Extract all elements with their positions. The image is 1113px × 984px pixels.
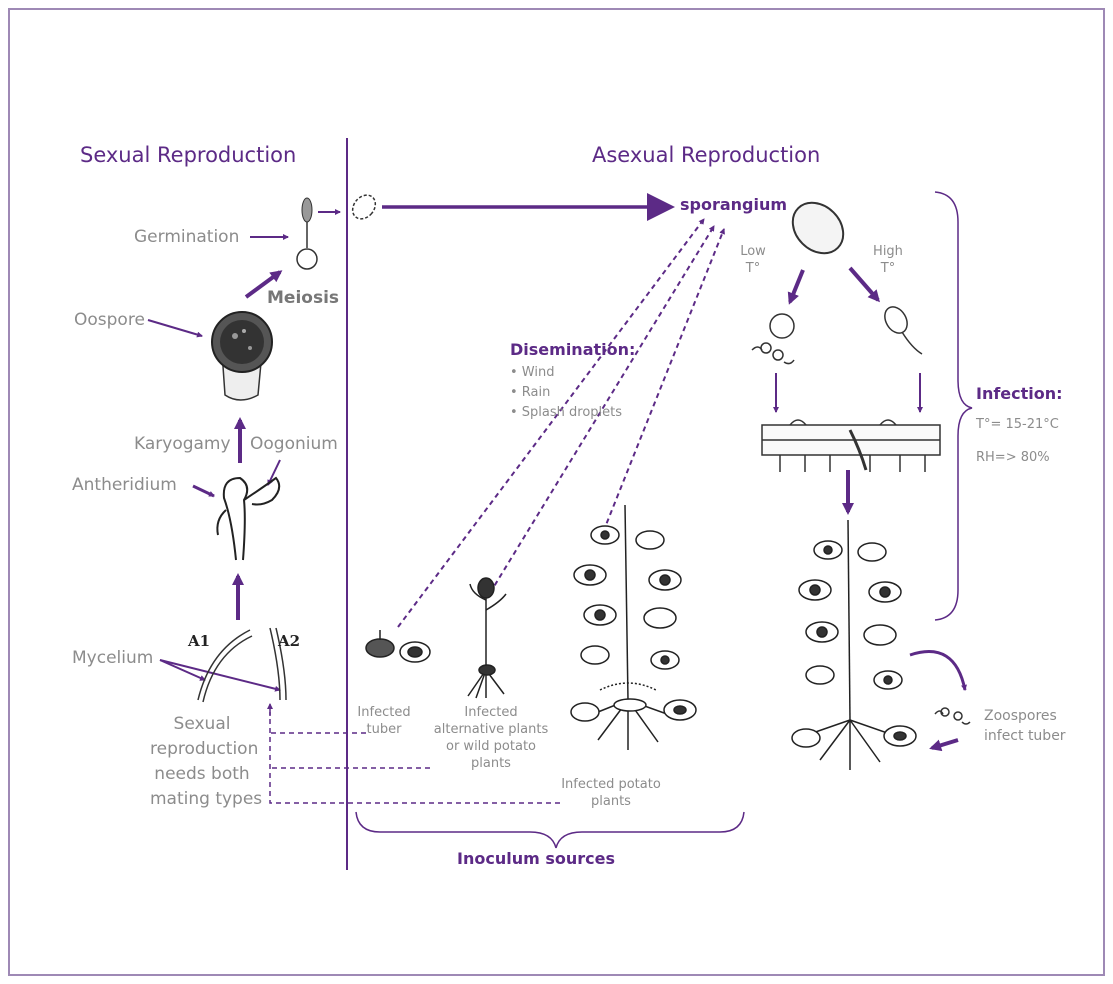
oospore-drawing bbox=[212, 312, 272, 400]
mating-type-a1-label: A1 bbox=[188, 632, 210, 650]
spore-drawing-small bbox=[348, 191, 380, 224]
infected-potato-label: Infected potato plants bbox=[558, 776, 664, 810]
infection-temperature: T°= 15-21°C bbox=[976, 417, 1059, 432]
dissemination-list: • Wind • Rain • Splash droplets bbox=[510, 363, 622, 423]
infected-tuber-drawing bbox=[366, 630, 430, 662]
sexual-note-line-4: mating types bbox=[150, 787, 254, 812]
karyogamy-label: Karyogamy bbox=[134, 434, 231, 454]
dissemination-item-rain: • Rain bbox=[510, 383, 622, 403]
high-temp-line-1: High bbox=[870, 243, 906, 260]
meiosis-label: Meiosis bbox=[267, 288, 339, 308]
potato-plant-drawing bbox=[571, 505, 696, 750]
high-temp-label: High T° bbox=[870, 243, 906, 277]
oogonium-label: Oogonium bbox=[250, 434, 338, 454]
infected-potato-line-2: plants bbox=[558, 793, 664, 810]
zoospore-curve-arrow bbox=[910, 652, 965, 690]
sporangium-drawing bbox=[783, 193, 854, 264]
oospore-pointer-arrow bbox=[148, 320, 202, 336]
zoospores-line-1: Zoospores bbox=[984, 706, 1066, 726]
infection-humidity: RH=> 80% bbox=[976, 450, 1050, 465]
germinating-oospore-drawing bbox=[297, 198, 317, 269]
dissemination-item-splash: • Splash droplets bbox=[510, 403, 622, 423]
inoculum-brace bbox=[356, 812, 744, 848]
inoculum-sources-title: Inoculum sources bbox=[457, 849, 615, 868]
gametangia-drawing bbox=[217, 478, 279, 560]
zoospores-line-2: infect tuber bbox=[984, 726, 1066, 746]
leaf-cross-section-drawing bbox=[762, 420, 940, 472]
alternative-plant-drawing bbox=[468, 578, 506, 698]
infected-tuber-line-1: Infected bbox=[356, 704, 412, 721]
mycelium-pointer-a2 bbox=[160, 660, 280, 690]
mating-type-a2-label: A2 bbox=[278, 632, 300, 650]
antheridium-label: Antheridium bbox=[72, 475, 177, 495]
germ-tube-drawing bbox=[880, 303, 922, 354]
low-temp-line-1: Low bbox=[738, 243, 768, 260]
high-temp-line-2: T° bbox=[870, 260, 906, 277]
low-temp-arrow bbox=[790, 270, 803, 302]
zoospores-label: Zoospores infect tuber bbox=[984, 706, 1066, 746]
alternative-plants-line-1: Infected bbox=[430, 704, 552, 721]
sexual-note: Sexual reproduction needs both mating ty… bbox=[150, 712, 254, 812]
infected-tuber-label: Infected tuber bbox=[356, 704, 412, 738]
asexual-reproduction-heading: Asexual Reproduction bbox=[592, 143, 820, 167]
infection-brace bbox=[935, 192, 972, 620]
zoospores-drawing bbox=[752, 314, 794, 364]
sexual-note-line-1: Sexual bbox=[150, 712, 254, 737]
alternative-plants-label: Infected alternative plants or wild pota… bbox=[430, 704, 552, 772]
infected-potato-line-1: Infected potato bbox=[558, 776, 664, 793]
sexual-reproduction-heading: Sexual Reproduction bbox=[80, 143, 296, 167]
oospore-label: Oospore bbox=[74, 310, 145, 330]
infected-plant-right-drawing bbox=[792, 520, 916, 770]
dissemination-title: Disemination: bbox=[510, 340, 635, 359]
dissemination-dashed-lines bbox=[398, 219, 724, 627]
antheridium-pointer-arrow bbox=[193, 486, 214, 496]
zoospores-small-drawing bbox=[935, 708, 970, 724]
sexual-note-line-2: reproduction bbox=[150, 737, 254, 762]
dissemination-item-wind: • Wind bbox=[510, 363, 622, 383]
infection-title: Infection: bbox=[976, 384, 1063, 403]
germination-label: Germination bbox=[134, 227, 239, 247]
zoospore-to-tuber-arrow bbox=[932, 740, 958, 748]
sporangium-label: sporangium bbox=[680, 195, 787, 214]
infected-tuber-line-2: tuber bbox=[356, 721, 412, 738]
low-temp-label: Low T° bbox=[738, 243, 768, 277]
sexual-note-line-3: needs both bbox=[150, 762, 254, 787]
alternative-plants-line-3: or wild potato bbox=[430, 738, 552, 755]
alternative-plants-line-2: alternative plants bbox=[430, 721, 552, 738]
alternative-plants-line-4: plants bbox=[430, 755, 552, 772]
low-temp-line-2: T° bbox=[738, 260, 768, 277]
mycelium-label: Mycelium bbox=[72, 648, 153, 668]
mycelium-drawing bbox=[198, 628, 286, 702]
